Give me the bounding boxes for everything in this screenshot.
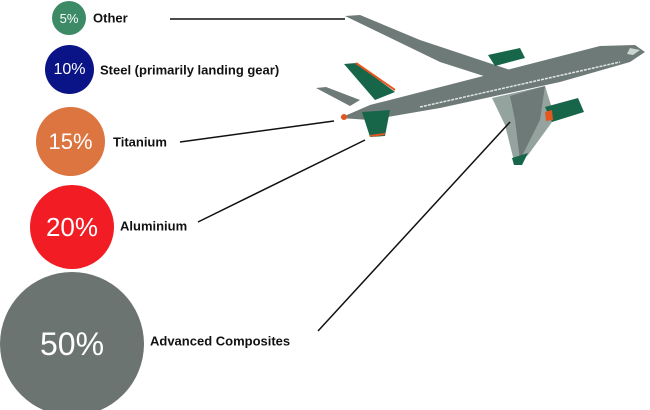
cockpit — [627, 48, 640, 55]
label-aluminium: Aluminium — [120, 218, 188, 234]
leader-line-titanium — [179, 120, 335, 143]
fuselage — [340, 45, 645, 120]
percent-aluminium: 20% — [45, 211, 99, 242]
percent-titanium: 15% — [48, 128, 93, 154]
bubble-titanium: 15% — [36, 107, 105, 176]
winglet — [512, 153, 528, 165]
label-titanium: Titanium — [113, 134, 167, 150]
leader-line-aluminium — [197, 139, 366, 223]
bubble-other: 5% — [52, 1, 86, 35]
tail-stabilizer-near — [362, 110, 390, 137]
leader-lines — [170, 18, 511, 332]
bubble-aluminium: 20% — [30, 185, 114, 269]
label-steel: Steel (primarily landing gear) — [100, 62, 280, 78]
bubble-steel: 10% — [45, 45, 94, 94]
percent-other: 5% — [59, 10, 79, 26]
percent-steel: 10% — [53, 60, 86, 78]
label-composites: Advanced Composites — [150, 333, 291, 349]
airplane — [316, 15, 645, 165]
label-other: Other — [93, 10, 128, 26]
bubble-composites: 50% — [0, 272, 144, 410]
near-wing-dark — [510, 86, 545, 160]
percent-composites: 50% — [39, 325, 105, 362]
far-engine — [488, 48, 525, 66]
leader-line-composites — [317, 121, 511, 332]
vertical-tail — [344, 63, 395, 100]
near-engine — [545, 98, 584, 122]
tail-stabilizer-far — [316, 87, 360, 106]
engine-exhaust — [545, 110, 553, 121]
far-wing — [345, 15, 510, 78]
